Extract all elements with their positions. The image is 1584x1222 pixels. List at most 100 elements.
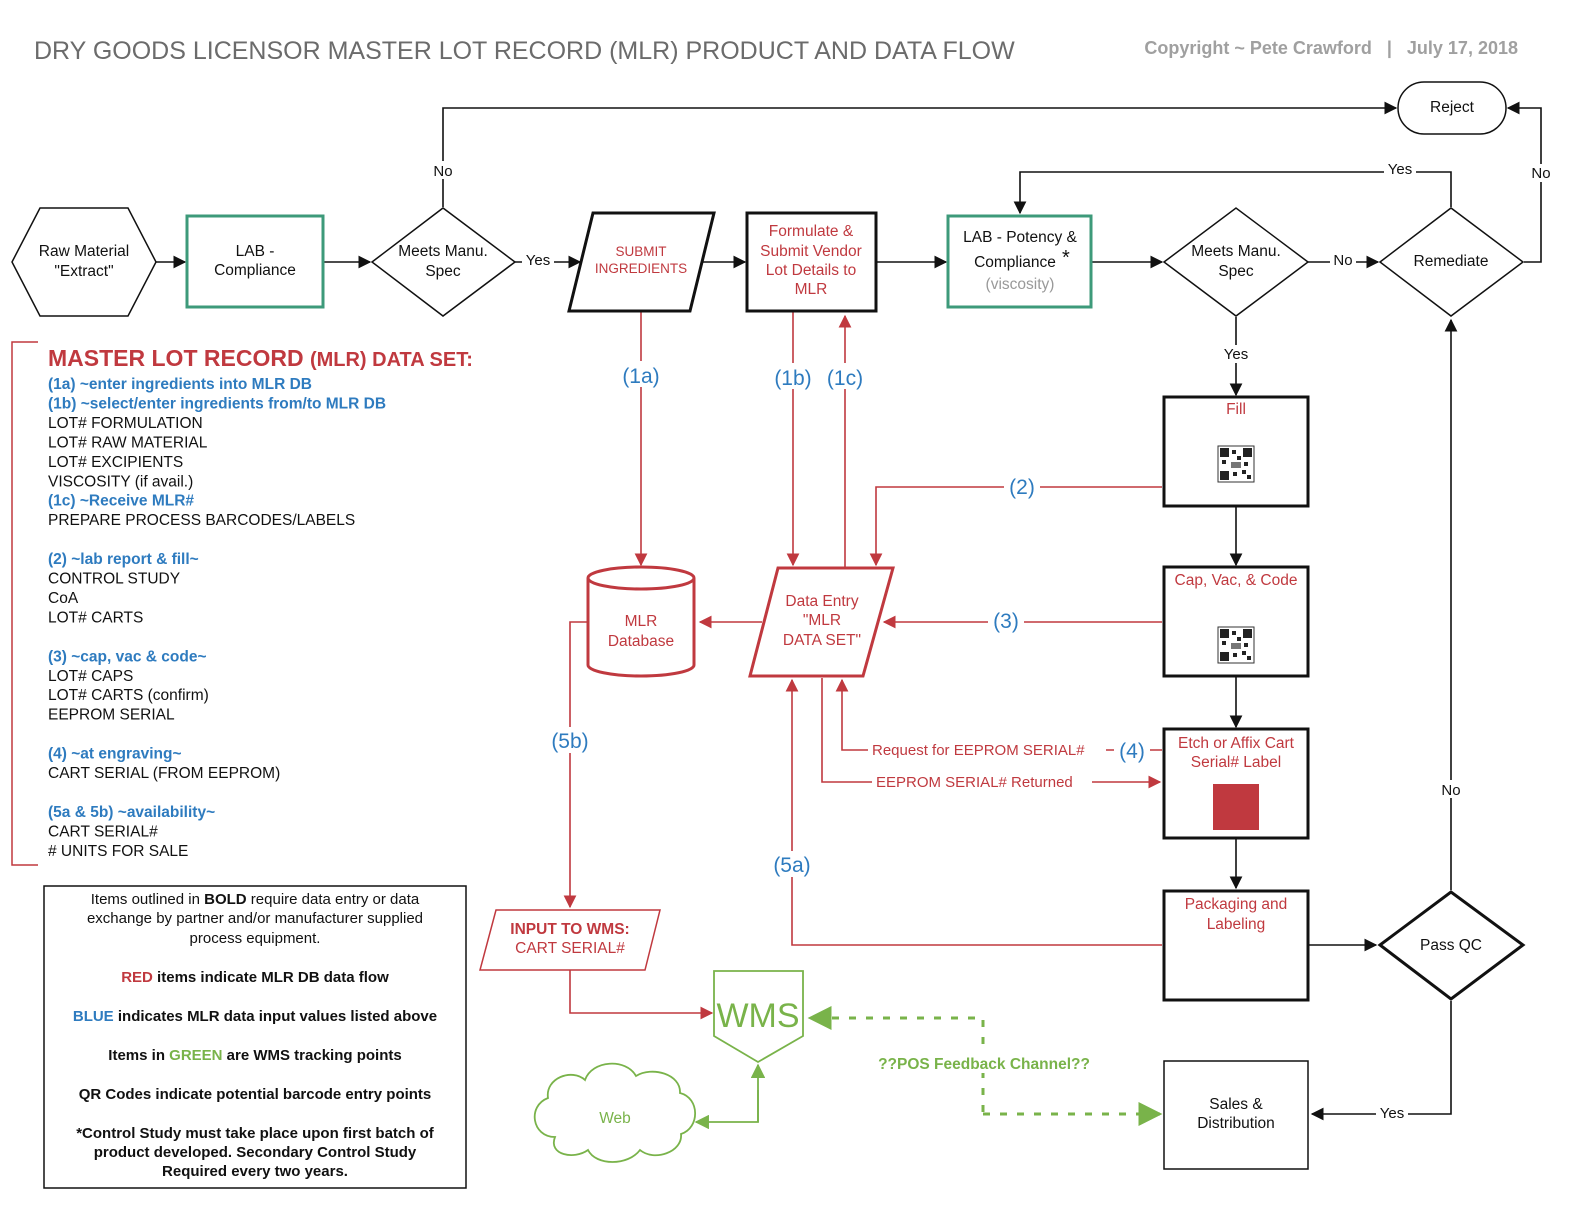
- svg-text:"MLR: "MLR: [803, 612, 841, 629]
- svg-text:INGREDIENTS: INGREDIENTS: [595, 261, 687, 276]
- legend-note-2: product developed. Secondary Control Stu…: [94, 1144, 417, 1161]
- edge-input-to-wms: [569, 970, 714, 1020]
- edge-spec1-no-reject: [442, 101, 1398, 207]
- svg-text:Spec: Spec: [425, 263, 461, 280]
- legend-note-1: *Control Study must take place upon firs…: [76, 1125, 435, 1142]
- label-eeprom-returned: EEPROM SERIAL# Returned: [876, 774, 1073, 791]
- label-3: (3): [993, 610, 1019, 633]
- copyright-text: Copyright ~ Pete Crawford | July 17, 201…: [1144, 38, 1518, 58]
- legend-green: Items in GREEN are WMS tracking points: [108, 1047, 401, 1064]
- red-edge-labels: Request for EEPROM SERIAL# EEPROM SERIAL…: [868, 740, 1106, 791]
- edge-qc-yes-sales: [1310, 1001, 1452, 1121]
- edge-pos-to-wms: [807, 1006, 985, 1112]
- svg-text:Meets Manu.: Meets Manu.: [398, 243, 488, 260]
- dataset-line: LOT# FORMULATION: [48, 415, 203, 432]
- svg-text:No: No: [1333, 252, 1352, 269]
- dataset-line: CoA: [48, 590, 79, 607]
- svg-text:Distribution: Distribution: [1197, 1115, 1275, 1132]
- node-submit-ingredients: SUBMIT INGREDIENTS: [567, 211, 716, 313]
- svg-text:MLR: MLR: [795, 281, 828, 298]
- legend-note-3: Required every two years.: [162, 1163, 348, 1180]
- node-fill: Fill: [1162, 395, 1310, 508]
- edge-2: [869, 486, 1162, 567]
- label-request-eeprom: Request for EEPROM SERIAL#: [872, 742, 1085, 759]
- node-lab-potency: LAB - Potency & Compliance * (viscosity): [946, 214, 1093, 309]
- svg-text:Reject: Reject: [1430, 99, 1475, 116]
- node-input-wms: INPUT TO WMS: CART SERIAL#: [479, 909, 661, 971]
- svg-text:No: No: [1441, 782, 1460, 799]
- svg-text:No: No: [1531, 165, 1550, 182]
- node-formulate: Formulate & Submit Vendor Lot Details to…: [745, 211, 878, 313]
- dataset-line: (1a) ~enter ingredients into MLR DB: [48, 376, 312, 393]
- page-title: DRY GOODS LICENSOR MASTER LOT RECORD (ML…: [34, 37, 1015, 65]
- label-4: (4): [1119, 740, 1145, 763]
- edge-5a: [785, 678, 1162, 946]
- svg-text:Fill: Fill: [1226, 401, 1246, 418]
- svg-text:Data Entry: Data Entry: [785, 593, 858, 610]
- dataset-line: LOT# CARTS (confirm): [48, 687, 209, 704]
- dataset-line: PREPARE PROCESS BARCODES/LABELS: [48, 512, 355, 529]
- green-edges: [694, 1006, 1163, 1130]
- dataset-line: (4) ~at engraving~: [48, 746, 182, 763]
- svg-text:Cap, Vac, & Code: Cap, Vac, & Code: [1175, 572, 1298, 589]
- edge-eeprom-returned: [821, 678, 1162, 789]
- svg-text:Yes: Yes: [1224, 346, 1248, 363]
- label-1a: (1a): [622, 365, 659, 388]
- node-raw-material: Raw Material "Extract": [11, 207, 157, 317]
- qr-code-icon: [1217, 445, 1255, 483]
- svg-text:WMS: WMS: [716, 997, 799, 1035]
- dataset-line: (1b) ~select/enter ingredients from/to M…: [48, 395, 386, 412]
- svg-text:Database: Database: [608, 633, 674, 650]
- label-2: (2): [1009, 476, 1035, 499]
- legend-blue: BLUE indicates MLR data input values lis…: [73, 1008, 437, 1025]
- dataset-line: CART SERIAL#: [48, 823, 158, 840]
- label-1b: (1b): [774, 367, 811, 390]
- svg-text:Pass QC: Pass QC: [1420, 937, 1482, 954]
- edge-5b: [563, 621, 587, 909]
- node-web: Web: [533, 1062, 696, 1163]
- svg-text:Labeling: Labeling: [1207, 916, 1266, 933]
- dataset-line: LOT# CARTS: [48, 609, 143, 626]
- dataset-line: (2) ~lab report & fill~: [48, 551, 199, 568]
- svg-text:Compliance: Compliance: [214, 262, 296, 279]
- dataset-bracket: [11, 341, 38, 866]
- node-pass-qc: Pass QC: [1377, 890, 1526, 1001]
- legend-box: Items outlined in BOLD require data entr…: [43, 885, 467, 1189]
- node-mlr-database: MLR Database: [586, 565, 696, 678]
- svg-text:"Extract": "Extract": [54, 263, 113, 280]
- dataset-line: # UNITS FOR SALE: [48, 843, 188, 860]
- node-etch-label: Etch or Affix Cart Serial# Label: [1162, 727, 1310, 840]
- svg-text:CART SERIAL#: CART SERIAL#: [515, 940, 625, 957]
- dataset-title: MASTER LOT RECORD (MLR) DATA SET:: [48, 345, 473, 371]
- dataset-line: VISCOSITY (if avail.): [48, 473, 193, 490]
- dataset-line: LOT# RAW MATERIAL: [48, 434, 208, 451]
- svg-text:Meets Manu.: Meets Manu.: [1191, 243, 1281, 260]
- legend-line-1: Items outlined in BOLD require data entr…: [91, 891, 420, 908]
- svg-text:Yes: Yes: [1380, 1105, 1404, 1122]
- legend-red: RED items indicate MLR DB data flow: [121, 969, 389, 986]
- svg-text:Yes: Yes: [1388, 161, 1412, 178]
- label-1c: (1c): [827, 367, 863, 390]
- svg-text:Web: Web: [599, 1110, 631, 1127]
- node-reject: Reject: [1397, 81, 1507, 135]
- svg-text:Lot Details to: Lot Details to: [766, 262, 856, 279]
- node-wms: WMS: [713, 970, 804, 1064]
- qr-code-icon: [1217, 626, 1255, 664]
- red-edges: [563, 312, 1162, 1020]
- node-data-entry: Data Entry "MLR DATA SET": [748, 566, 895, 678]
- legend-line-2: exchange by partner and/or manufacturer …: [87, 910, 423, 927]
- node-remediate: Remediate: [1378, 207, 1525, 317]
- dataset-line: (5a & 5b) ~availability~: [48, 804, 215, 821]
- svg-text:Sales &: Sales &: [1209, 1096, 1263, 1113]
- edge-wms-to-web: [694, 1090, 759, 1130]
- node-meets-spec-2: Meets Manu. Spec: [1162, 207, 1310, 317]
- dataset-line: (1c) ~Receive MLR#: [48, 493, 194, 510]
- dataset-line: CONTROL STUDY: [48, 571, 180, 588]
- svg-text:Yes: Yes: [526, 252, 550, 269]
- serial-label-icon: [1213, 784, 1259, 830]
- svg-text:DATA SET": DATA SET": [783, 632, 861, 649]
- dataset-line: LOT# EXCIPIENTS: [48, 454, 183, 471]
- asterisk-note: *: [1062, 247, 1070, 269]
